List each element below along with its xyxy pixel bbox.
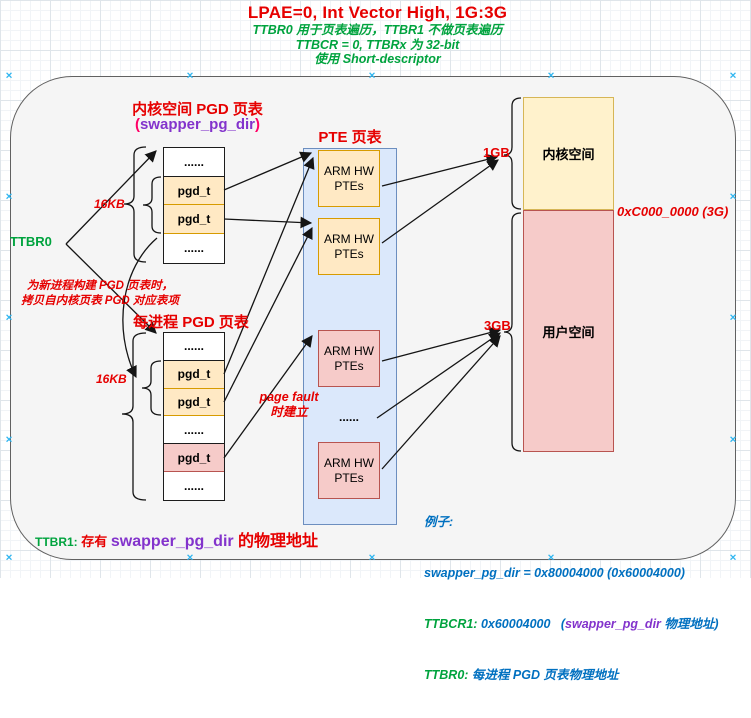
kernel-pgd-table[interactable]: ...... pgd_t pgd_t ...... <box>163 147 225 264</box>
ttbr0-text: 每进程 PGD 页表物理地址 <box>468 668 619 682</box>
ttbcr1-value: 0x60004000 ( <box>477 617 566 631</box>
connection-point-marker <box>729 436 737 445</box>
process-pgd-title: 每进程 PGD 页表 <box>133 314 249 331</box>
kernel-pgd-size-label: 16KB <box>94 197 125 211</box>
kernel-pgd-title: 内核空间 PGD 页表 <box>132 101 263 118</box>
connection-point-marker <box>186 554 194 563</box>
process-pgd-size-label: 16KB <box>96 372 127 386</box>
ttbcr1-prefix: TTBCR1: <box>424 617 478 631</box>
paren-close: ) <box>255 116 261 133</box>
kernel-pgd-row-pgdt[interactable]: pgd_t <box>164 176 224 206</box>
connection-point-marker <box>368 72 376 81</box>
kernel-size-label: 1GB <box>483 145 510 160</box>
subtitle-line-1: TTBR0 用于页表遍历，TTBR1 不做页表遍历 <box>252 23 503 37</box>
subtitle-line-3: 使用 Short-descriptor <box>314 52 441 66</box>
example-line-3: TTBR0: 每进程 PGD 页表物理地址 <box>424 667 719 684</box>
arm-hw-ptes-box-3[interactable]: ARM HW PTEs <box>318 330 380 387</box>
connection-point-marker <box>729 314 737 323</box>
ttbr1-prefix: TTBR1: <box>35 535 78 549</box>
connection-point-marker <box>5 436 13 445</box>
ttbcr1-name: swapper_pg_dir <box>565 617 661 631</box>
copy-note-line-1: 为新进程构建 PGD 页表时， <box>26 280 174 292</box>
connection-point-marker <box>547 554 555 563</box>
ttbr0-label: TTBR0 <box>10 234 52 249</box>
arm-hw-ptes-box-2[interactable]: ARM HW PTEs <box>318 218 380 275</box>
pte-ellipsis: ...... <box>338 410 359 424</box>
copy-note-line-2: 拷贝自内核页表 PGD 对应表项 <box>21 295 179 307</box>
process-pgd-row[interactable]: ...... <box>164 333 224 361</box>
connection-point-marker <box>368 554 376 563</box>
kernel-pgd-row[interactable]: ...... <box>164 148 224 177</box>
connection-point-marker <box>5 314 13 323</box>
arm-hw-ptes-box-1[interactable]: ARM HW PTEs <box>318 150 380 207</box>
page-fault-note-line-1: page fault <box>259 390 319 404</box>
connection-point-marker <box>5 72 13 81</box>
subtitle-line-2: TTBCR = 0, TTBRx 为 32-bit <box>295 37 460 52</box>
page-title: LPAE=0, Int Vector High, 1G:3G <box>247 3 508 22</box>
ttbr0-prefix: TTBR0: <box>424 668 469 682</box>
process-pgd-row-pgdt[interactable]: pgd_t <box>164 388 224 417</box>
process-pgd-row[interactable]: ...... <box>164 416 224 445</box>
process-pgd-table[interactable]: ...... pgd_t pgd_t ...... pgd_t ...... <box>163 332 225 501</box>
ttbr1-name: swapper_pg_dir <box>110 533 234 550</box>
process-pgd-row[interactable]: ...... <box>183 478 204 493</box>
diagram-canvas: LPAE=0, Int Vector High, 1G:3G TTBR0 用于页… <box>0 0 751 578</box>
user-space-box[interactable]: 用户空间 <box>523 210 614 452</box>
process-pgd-row-pgdt[interactable]: pgd_t <box>164 360 224 389</box>
boundary-address-label: 0xC000_0000 (3G) <box>617 204 729 219</box>
swapper-name: swapper_pg_dir <box>139 116 256 133</box>
arm-hw-ptes-box-4[interactable]: ARM HW PTEs <box>318 442 380 499</box>
connection-point-marker <box>729 72 737 81</box>
example-line-1: swapper_pg_dir = 0x80004000 (0x60004000) <box>424 566 685 580</box>
pte-title: PTE 页表 <box>318 129 382 146</box>
ttbr1-note: TTBR1: 存有 swapper_pg_dir 的物理地址 <box>35 527 318 551</box>
paren-open: ( <box>134 116 140 133</box>
user-size-label: 3GB <box>484 318 511 333</box>
header: LPAE=0, Int Vector High, 1G:3G TTBR0 用于页… <box>55 3 700 67</box>
connection-point-marker <box>729 193 737 202</box>
ttbcr1-suffix: 物理地址) <box>660 617 719 631</box>
kernel-pgd-row[interactable]: ...... <box>183 241 204 256</box>
kernel-space-box[interactable]: 内核空间 <box>523 97 614 210</box>
connection-point-marker <box>5 554 13 563</box>
connection-point-marker <box>547 72 555 81</box>
example-block: 例子: swapper_pg_dir = 0x80004000 (0x60004… <box>424 480 719 718</box>
page-fault-note-line-2: 时建立 <box>270 405 308 419</box>
connection-point-marker <box>186 72 194 81</box>
page-fault-note: page fault 时建立 <box>238 390 340 420</box>
kernel-pgd-row-pgdt[interactable]: pgd_t <box>164 205 224 235</box>
copy-note: 为新进程构建 PGD 页表时， 拷贝自内核页表 PGD 对应表项 <box>14 279 186 309</box>
connection-point-marker <box>729 554 737 563</box>
process-pgd-row-pgdt-fault[interactable]: pgd_t <box>164 444 224 472</box>
example-heading: 例子: <box>424 515 454 529</box>
ttbr1-suffix: 的物理地址 <box>233 533 319 550</box>
swapper-pg-dir-label: (swapper_pg_dir) <box>115 116 280 133</box>
example-line-2: TTBCR1: 0x60004000 (swapper_pg_dir 物理地址) <box>424 616 719 633</box>
ttbr1-verb: 存有 <box>77 534 111 549</box>
connection-point-marker <box>5 193 13 202</box>
